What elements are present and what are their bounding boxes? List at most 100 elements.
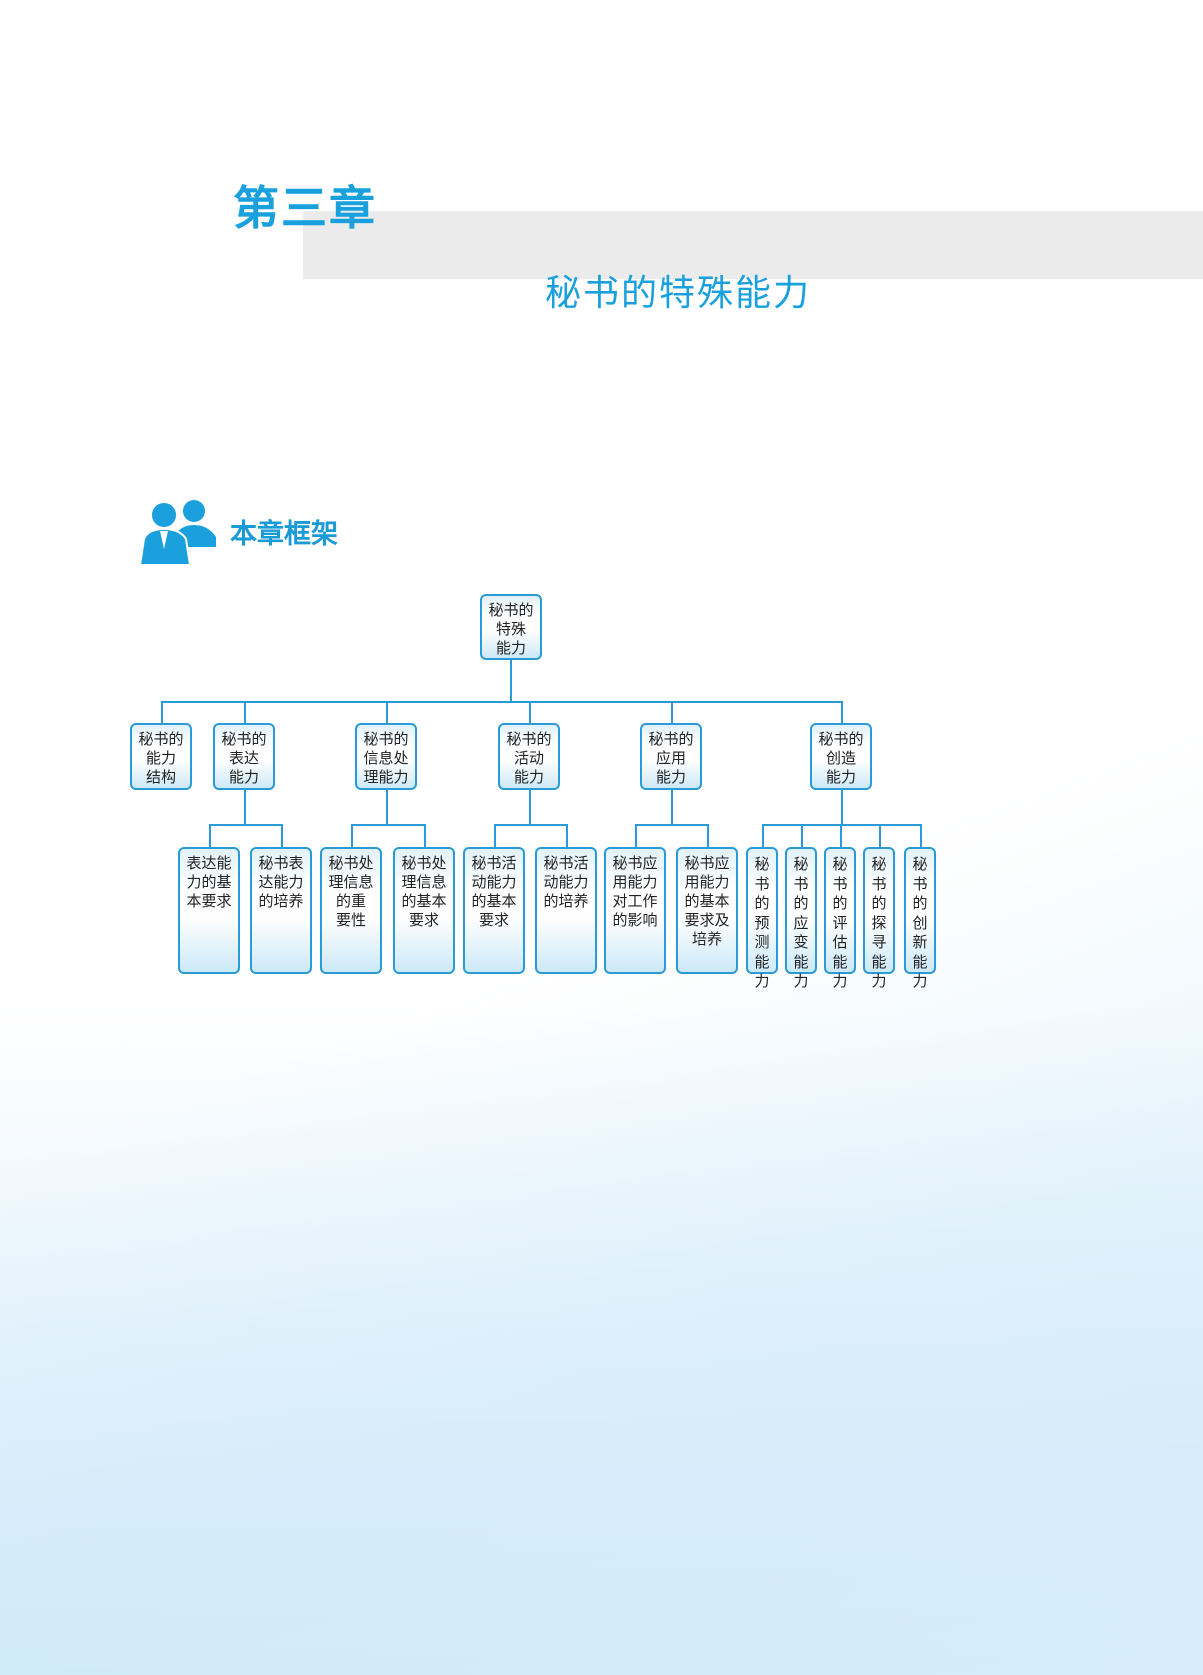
node-text-line: 理信息 (401, 873, 447, 891)
node-text-line: 达能力 (258, 873, 304, 891)
connector-line (801, 824, 803, 847)
connector-line (529, 701, 531, 723)
node-text-line: 书 (832, 874, 848, 893)
category-node: 秘书的信息处理能力 (355, 723, 417, 790)
node-text-line: 创造 (825, 749, 856, 767)
node-text-line: 探 (871, 913, 887, 932)
node-text-line: 寻 (871, 933, 887, 951)
node-text-line: 能 (871, 952, 887, 971)
node-text-line: 能力 (228, 768, 259, 786)
connector-line (386, 701, 388, 723)
leaf-node: 秘书处理信息的基本要求 (393, 847, 455, 974)
node-text-line: 本要求 (186, 892, 232, 910)
node-text-line: 秘 (754, 855, 770, 873)
node-text-line: 创 (912, 913, 928, 932)
node-text-line: 力 (754, 972, 770, 990)
node-text-line: 表达能 (186, 854, 232, 872)
node-text-line: 秘书活 (471, 854, 517, 872)
leaf-node: 秘书活动能力的基本要求 (463, 847, 525, 974)
connector-line (424, 824, 426, 847)
node-text-line: 能 (754, 952, 770, 971)
connector-line (707, 824, 709, 847)
connector-line (281, 824, 283, 847)
node-text-line: 的 (754, 894, 770, 912)
connector-line (635, 824, 637, 847)
people-icon (140, 500, 216, 566)
node-text-line: 应用 (655, 749, 686, 767)
category-node: 秘书的能力结构 (130, 723, 192, 790)
connector-line (351, 824, 424, 826)
connector-line (840, 824, 842, 847)
node-text-line: 要求 (408, 911, 439, 929)
node-text-line: 活动 (513, 749, 544, 767)
node-text-line: 秘书的 (818, 730, 864, 748)
node-text-line: 能 (912, 952, 928, 971)
node-text-line: 书 (871, 874, 887, 893)
connector-line (635, 824, 707, 826)
node-text-line: 秘书应 (684, 854, 730, 872)
node-text-line: 的 (793, 894, 809, 912)
chapter-number: 第三章 (233, 181, 377, 235)
node-text-line: 秘 (832, 855, 848, 873)
category-node: 秘书的应用能力 (640, 723, 702, 790)
node-text-line: 秘书的 (488, 601, 534, 619)
node-text-line: 的影响 (612, 911, 658, 929)
leaf-node: 表达能力的基本要求 (178, 847, 240, 974)
node-text-line: 秘 (912, 855, 928, 873)
category-node: 秘书的创造能力 (810, 723, 872, 790)
node-text-line: 测 (754, 933, 770, 951)
connector-line (920, 824, 922, 847)
connector-line (494, 824, 566, 826)
node-text-line: 书 (912, 874, 928, 893)
connector-line (244, 701, 246, 723)
connector-line (386, 790, 388, 824)
connector-line (529, 790, 531, 824)
node-text-line: 理信息 (328, 873, 374, 891)
section-heading: 本章框架 (230, 519, 338, 550)
root-node: 秘书的特殊能力 (480, 594, 542, 660)
node-text-line: 能力 (825, 768, 856, 786)
connector-line (671, 790, 673, 824)
connector-line (510, 660, 512, 701)
category-node: 秘书的表达能力 (213, 723, 275, 790)
node-text-line: 秘书的 (221, 730, 267, 748)
node-text-line: 要求及 (684, 911, 730, 929)
node-text-line: 信息处 (363, 749, 409, 767)
node-text-line: 秘 (793, 855, 809, 873)
connector-line (161, 701, 163, 723)
node-text-line: 培养 (691, 930, 722, 948)
connector-line (841, 790, 843, 824)
node-text-line: 力 (793, 972, 809, 990)
node-text-line: 表达 (228, 749, 259, 767)
node-text-line: 的 (871, 894, 887, 912)
connector-line (161, 701, 841, 703)
node-text-line: 秘书的 (363, 730, 409, 748)
node-text-line: 预 (754, 913, 770, 932)
leaf-node: 秘书应用能力对工作的影响 (604, 847, 666, 974)
node-text-line: 秘书的 (138, 730, 184, 748)
leaf-node: 秘书处理信息的重要性 (320, 847, 382, 974)
leaf-node: 秘书活动能力的培养 (535, 847, 597, 974)
connector-line (879, 824, 881, 847)
node-text-line: 秘书的 (506, 730, 552, 748)
node-text-line: 书 (754, 874, 770, 893)
connector-line (209, 824, 281, 826)
node-text-line: 的重 (335, 892, 366, 910)
node-text-line: 力 (871, 972, 887, 990)
node-text-line: 的基本 (401, 892, 447, 910)
node-text-line: 能 (793, 952, 809, 971)
node-text-line: 要求 (478, 911, 509, 929)
node-text-line: 结构 (145, 768, 176, 786)
node-text-line: 理能力 (363, 768, 409, 786)
node-text-line: 能力 (655, 768, 686, 786)
node-text-line: 评 (832, 913, 848, 932)
node-text-line: 特殊 (495, 620, 526, 638)
connector-line (494, 824, 496, 847)
node-text-line: 能力 (145, 749, 176, 767)
node-text-line: 新 (912, 933, 928, 951)
category-node: 秘书的活动能力 (498, 723, 560, 790)
node-text-line: 秘书应 (612, 854, 658, 872)
node-text-line: 的基本 (684, 892, 730, 910)
title-band (303, 211, 1203, 279)
